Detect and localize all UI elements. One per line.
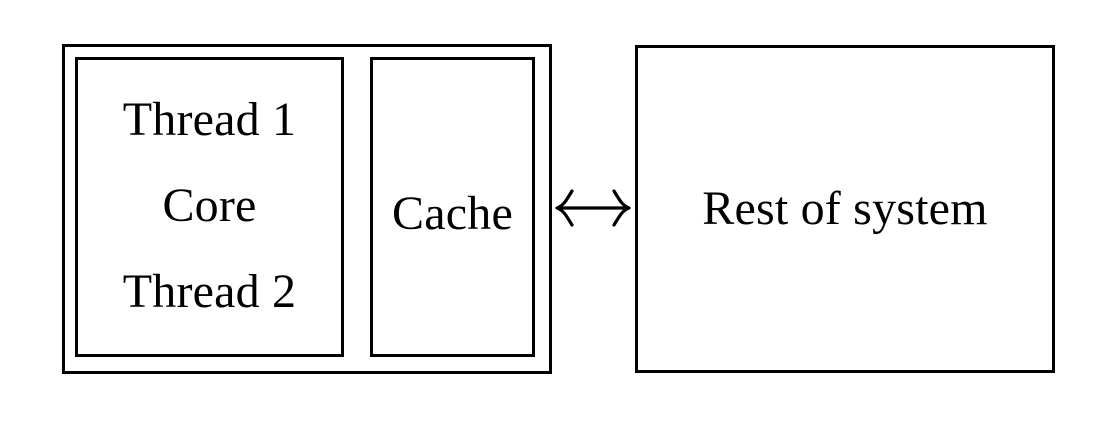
core-thread2-label: Thread 2 bbox=[122, 265, 297, 318]
core-thread1-label: Thread 1 bbox=[122, 93, 297, 146]
core-core-label: Core bbox=[162, 179, 257, 232]
rest-of-system-box bbox=[635, 45, 1055, 373]
cache-box bbox=[370, 57, 535, 357]
core-box bbox=[75, 57, 344, 357]
rest-of-system-label: Rest of system bbox=[702, 182, 988, 235]
bidirectional-arrow-svg bbox=[555, 189, 631, 227]
bidirectional-arrow-icon bbox=[552, 183, 634, 233]
cache-label: Cache bbox=[392, 187, 513, 240]
